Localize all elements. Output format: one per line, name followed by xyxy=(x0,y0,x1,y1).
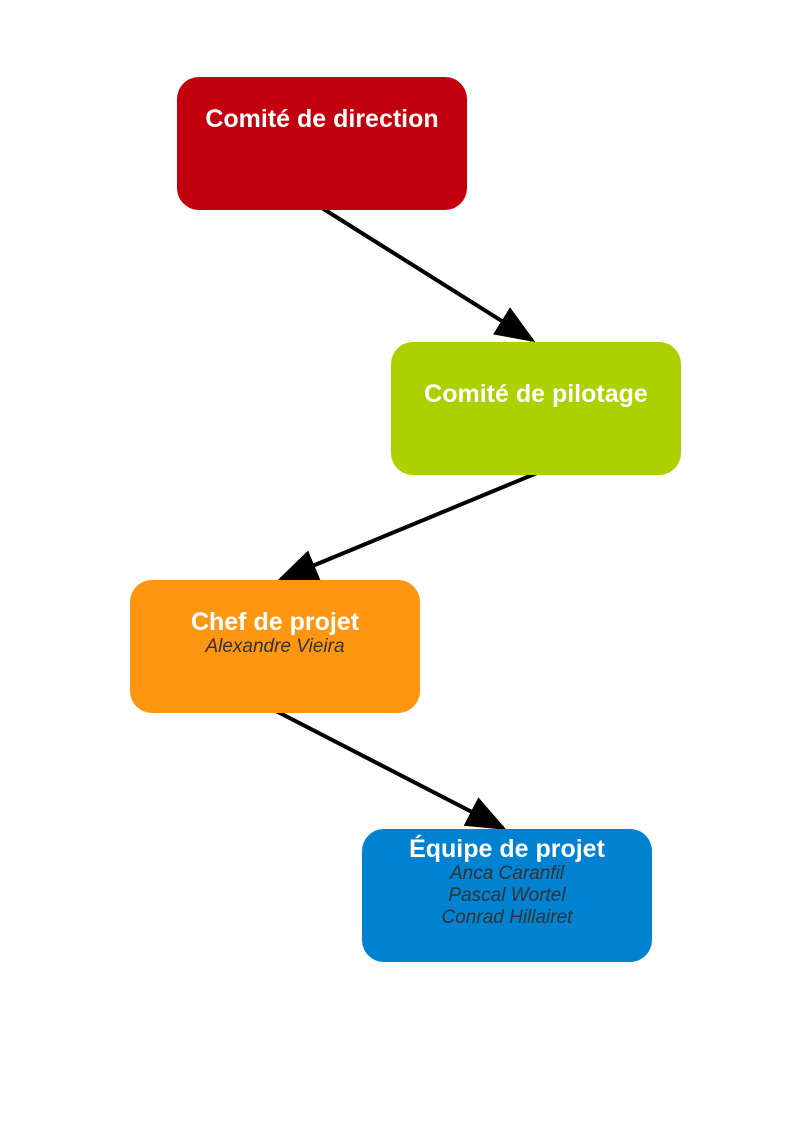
node-title: Équipe de projet xyxy=(409,835,605,863)
node-members: Alexandre Vieira xyxy=(130,636,420,658)
member-name: Anca Caranfil xyxy=(449,863,565,884)
member-name: Conrad Hillairet xyxy=(441,907,573,928)
arrow-direction-to-pilotage xyxy=(320,206,536,343)
node-comite-de-pilotage: Comité de pilotage xyxy=(391,342,681,475)
node-title: Chef de projet xyxy=(190,608,360,636)
node-comite-de-direction: Comité de direction xyxy=(177,77,467,210)
arrow-chef-to-equipe xyxy=(275,709,507,830)
member-name: Alexandre Vieira xyxy=(205,636,345,657)
arrow-pilotage-to-chef xyxy=(277,471,538,581)
node-title: Comité de pilotage xyxy=(424,380,648,408)
node-title: Comité de direction xyxy=(205,105,439,133)
node-chef-de-projet: Chef de projet Alexandre Vieira xyxy=(130,580,420,713)
member-name: Pascal Wortel xyxy=(448,885,566,906)
